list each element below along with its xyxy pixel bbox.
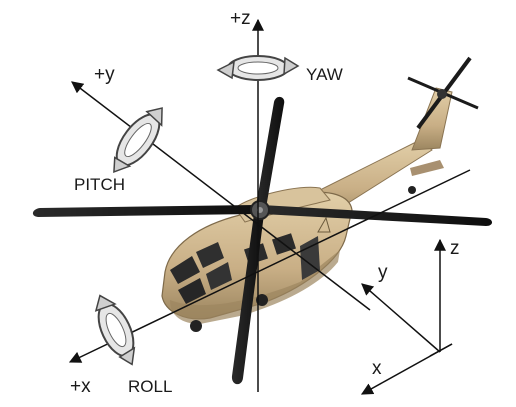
yaw-rotation-arrow	[218, 56, 298, 80]
pitch-label: PITCH	[74, 175, 125, 194]
helicopter	[33, 58, 492, 384]
body-frame-x-label: x	[372, 358, 382, 379]
horizontal-stabilizer	[410, 160, 444, 176]
tail-fin	[412, 88, 452, 150]
rotor-blade-left	[33, 205, 258, 217]
body-frame-z-label: z	[450, 238, 460, 259]
pitch-rotation-arrow	[103, 100, 174, 181]
body-frame-y-label: y	[378, 262, 388, 283]
body-frame-y-axis	[362, 284, 440, 352]
y-axis-label: +y	[94, 64, 115, 85]
z-axis-label: +z	[230, 8, 251, 29]
roll-label: ROLL	[128, 377, 172, 396]
x-axis-label: +x	[70, 376, 91, 397]
yaw-label: YAW	[306, 65, 343, 84]
